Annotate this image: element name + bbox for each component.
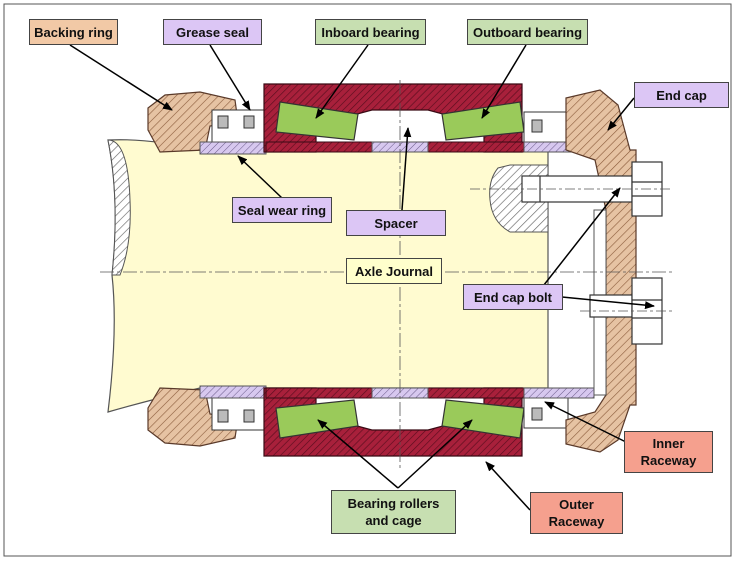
leader-end-cap: [607, 97, 635, 131]
leader-seal-wear-ring: [237, 155, 283, 199]
label-seal-wear-ring: Seal wear ring: [232, 197, 332, 223]
leader-grease-seal: [209, 44, 251, 111]
label-end-cap-bolt: End cap bolt: [463, 284, 563, 310]
leader-end-cap-bolt-1: [539, 187, 621, 291]
label-inboard-bearing: Inboard bearing: [315, 19, 426, 45]
leader-lines: [69, 44, 655, 511]
seal-wear-ring-top: [199, 141, 267, 155]
label-inner-raceway: Inner Raceway: [624, 431, 713, 473]
leader-end-cap-bolt-2: [561, 296, 655, 310]
wear-ring-right-bottom: [523, 387, 595, 399]
roller-top-inboard: [275, 101, 359, 141]
leader-spacer: [401, 127, 412, 211]
axle-cut-section: [107, 139, 131, 276]
roller-bottom-inboard: [275, 399, 359, 439]
leader-inner-raceway: [544, 401, 633, 446]
leader-rollers-1: [317, 419, 399, 489]
label-outboard-bearing: Outboard bearing: [467, 19, 588, 45]
label-spacer: Spacer: [346, 210, 446, 236]
outboard-seal-top: [523, 111, 569, 143]
diagram-frame: [3, 3, 732, 557]
grease-seal-top: [211, 109, 265, 143]
leader-outboard-bearing: [481, 44, 527, 119]
label-outer-raceway: Outer Raceway: [530, 492, 623, 534]
grease-seal-bottom: [211, 397, 265, 431]
leader-outer-raceway: [485, 461, 531, 511]
label-axle-journal: Axle Journal: [346, 258, 442, 284]
label-grease-seal: Grease seal: [163, 19, 262, 45]
leader-inboard-bearing: [315, 44, 369, 119]
label-bearing-rollers-cage: Bearing rollers and cage: [331, 490, 456, 534]
seal-wear-ring-bottom: [199, 385, 267, 399]
leader-backing-ring: [69, 44, 173, 111]
axle-journal-body: [107, 139, 549, 413]
leader-rollers-2: [397, 419, 473, 489]
label-backing-ring: Backing ring: [29, 19, 118, 45]
label-end-cap: End cap: [634, 82, 729, 108]
